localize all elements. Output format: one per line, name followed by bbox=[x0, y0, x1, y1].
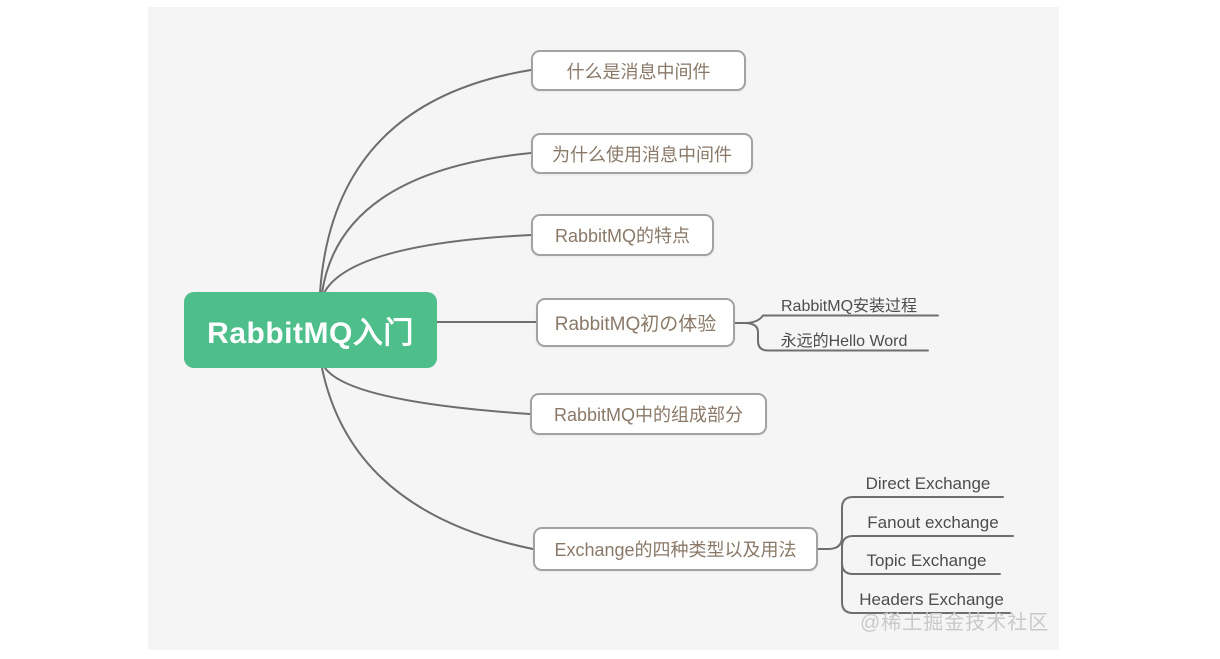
branch-curve-6 bbox=[321, 367, 534, 550]
branch-curve-5 bbox=[324, 367, 531, 415]
leaf-node-direct-exchange[interactable]: Direct Exchange bbox=[865, 474, 991, 493]
branch-node-first-experience[interactable]: RabbitMQ初の体验 bbox=[536, 298, 735, 347]
leaf-connector-direct bbox=[817, 496, 1004, 550]
connector-lines bbox=[319, 69, 1014, 614]
mindmap-canvas[interactable]: RabbitMQ入门 什么是消息中间件 为什么使用消息中间件 RabbitMQ的… bbox=[148, 7, 1059, 650]
branch-node-why-use-middleware[interactable]: 为什么使用消息中间件 bbox=[531, 133, 753, 174]
leaf-node-hello-word[interactable]: 永远的Hello Word bbox=[780, 333, 908, 350]
leaf-connector-headers bbox=[841, 548, 1011, 614]
root-node[interactable]: RabbitMQ入门 bbox=[184, 292, 437, 368]
leaf-node-install-process[interactable]: RabbitMQ安装过程 bbox=[780, 298, 918, 315]
leaf-connector-install bbox=[734, 314, 939, 324]
branch-curve-3 bbox=[323, 234, 532, 294]
leaf-node-fanout-exchange[interactable]: Fanout exchange bbox=[867, 513, 999, 532]
branch-node-exchange-types[interactable]: Exchange的四种类型以及用法 bbox=[533, 527, 818, 571]
branch-curve-2 bbox=[321, 152, 532, 294]
branch-node-rabbitmq-features[interactable]: RabbitMQ的特点 bbox=[531, 214, 714, 256]
juejin-watermark: @稀土掘金技术社区 bbox=[860, 612, 1050, 634]
leaf-connector-fanout bbox=[841, 535, 1014, 550]
leaf-connector-helloword bbox=[734, 322, 929, 352]
leaf-node-headers-exchange[interactable]: Headers Exchange bbox=[859, 590, 1004, 609]
leaf-node-topic-exchange[interactable]: Topic Exchange bbox=[866, 551, 987, 570]
branch-node-what-is-middleware[interactable]: 什么是消息中间件 bbox=[531, 50, 746, 91]
branch-curve-1 bbox=[319, 69, 532, 294]
branch-node-components[interactable]: RabbitMQ中的组成部分 bbox=[530, 393, 767, 435]
